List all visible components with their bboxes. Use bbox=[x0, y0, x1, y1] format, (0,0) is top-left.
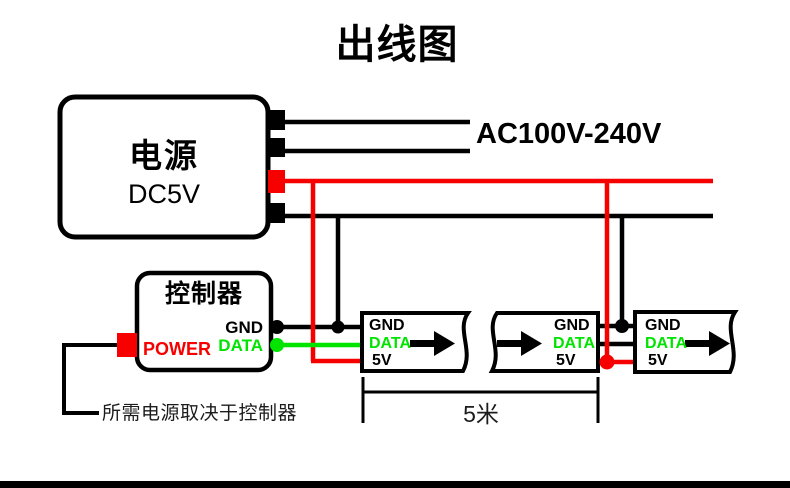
dimension-bracket bbox=[361, 377, 600, 423]
power-supply-voltage: DC5V bbox=[127, 179, 201, 209]
power-supply-box bbox=[57, 94, 271, 240]
strip-length-label: 5米 bbox=[463, 401, 499, 427]
power-supply-name: 电源 bbox=[129, 137, 199, 174]
strip3-5v-pin-label: 5V bbox=[648, 352, 668, 369]
led-strip-segment-2 bbox=[488, 311, 600, 373]
bottom-divider-bar bbox=[0, 481, 790, 488]
strip3-data-pin-label: DATA bbox=[645, 335, 688, 352]
arrow-right-icon bbox=[410, 331, 455, 356]
controller-power-input-wire bbox=[62, 343, 119, 415]
strip2-5v-pin-label: 5V bbox=[556, 352, 576, 369]
gnd-junction-dot bbox=[615, 319, 629, 333]
dc-positive-terminal bbox=[268, 170, 285, 193]
power-requirement-note: 所需电源取决于控制器 bbox=[102, 403, 298, 424]
controller-power-port-label: POWER bbox=[143, 339, 212, 359]
data-junction-dot bbox=[270, 338, 284, 352]
strip1-gnd-pin-label: GND bbox=[369, 317, 405, 334]
strip3-gnd-pin-label: GND bbox=[645, 317, 681, 334]
gnd-junction-dot bbox=[331, 320, 345, 334]
power-junction-dot bbox=[599, 354, 615, 370]
dc-negative-terminal bbox=[268, 203, 285, 223]
gnd-junction-dot bbox=[270, 320, 284, 334]
controller-box bbox=[134, 270, 274, 373]
controller-data-pin-label: DATA bbox=[218, 336, 263, 355]
controller-power-connector bbox=[117, 333, 137, 357]
arrow-right-icon bbox=[685, 331, 730, 356]
ac-input-label: AC100V-240V bbox=[476, 118, 662, 150]
controller-gnd-pin-label: GND bbox=[225, 318, 263, 337]
page-title: 出线图 bbox=[335, 23, 459, 67]
strip1-data-pin-label: DATA bbox=[369, 335, 412, 352]
strip1-5v-pin-label: 5V bbox=[372, 352, 392, 369]
ac-terminal-2 bbox=[268, 138, 285, 157]
strip2-gnd-pin-label: GND bbox=[554, 317, 590, 334]
controller-name: 控制器 bbox=[164, 280, 243, 308]
ac-terminal-1 bbox=[268, 110, 285, 130]
arrow-right-icon bbox=[497, 331, 542, 356]
strip2-data-pin-label: DATA bbox=[553, 335, 596, 352]
